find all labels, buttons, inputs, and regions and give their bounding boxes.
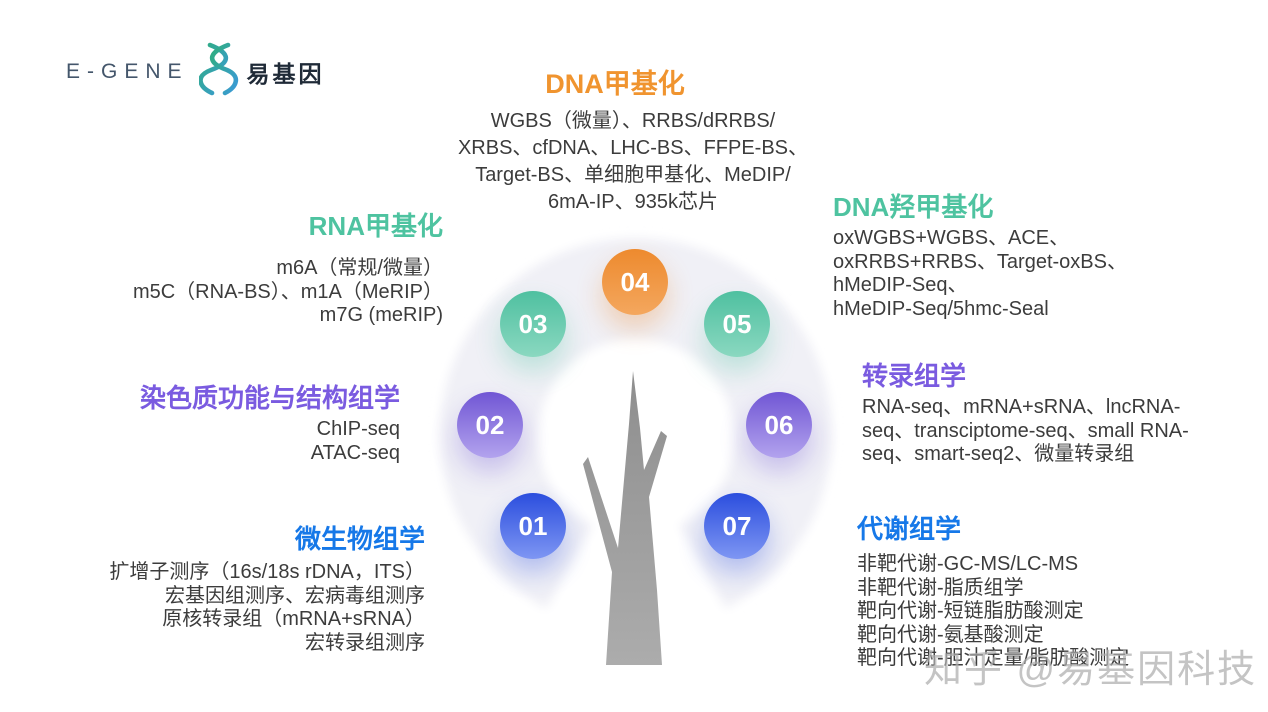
badge-07: 07 (704, 493, 770, 559)
section-rna-methylation: RNA甲基化 m6A（常规/微量） m5C（RNA-BS）、m1A（MeRIP）… (13, 211, 443, 328)
section-line: m5C（RNA-BS）、m1A（MeRIP） (132, 280, 443, 303)
badge-06: 06 (746, 392, 812, 458)
section-line: 靶向代谢-胆汁定量/脂肪酸测定 (857, 647, 1130, 669)
section-title: RNA甲基化 (308, 211, 443, 241)
section-line: seq、smart-seq2、微量转录组 (862, 443, 1135, 465)
tree-trunk-shape (583, 371, 667, 665)
section-line: 原核转录组（mRNA+sRNA） (162, 608, 425, 630)
section-line: m7G (meRIP) (319, 304, 443, 326)
section-line: seq、transciptome-seq、small RNA- (862, 419, 1189, 442)
section-line: 扩增子测序（16s/18s rDNA，ITS） (109, 561, 425, 583)
watermark-text: 知乎 @易基因科技 (924, 649, 1258, 691)
section-line: oxRRBS+RRBS、Target-oxBS、 (833, 250, 1127, 273)
section-line: 靶向代谢-短链脂肪酸测定 (857, 600, 1084, 622)
section-line: hMeDIP-Seq/5hmc-Seal (833, 297, 1049, 320)
section-line: 宏转录组测序 (305, 631, 425, 654)
section-line: m6A（常规/微量） (276, 257, 443, 279)
section-title: 染色质功能与结构组学 (139, 383, 400, 413)
section-line: XRBS、cfDNA、LHC-BS、FFPE-BS、 (457, 137, 809, 159)
section-transcriptomics: 转录组学 RNA-seq、mRNA+sRNA、lncRNA- seq、trans… (862, 361, 1268, 467)
logo: E-GENE 易基因 (66, 42, 325, 101)
badge-02: 02 (457, 392, 523, 458)
section-line: WGBS（微量）、RRBS/dRRBS/ (490, 110, 776, 132)
section-line: hMeDIP-Seq、 (833, 274, 968, 296)
section-line: 6mA-IP、935k芯片 (547, 191, 719, 213)
section-line: 宏基因组测序、宏病毒组测序 (165, 584, 425, 607)
section-line: ChIP-seq (316, 418, 400, 440)
badge-05: 05 (704, 291, 770, 357)
logo-brand-cn: 易基因 (246, 60, 325, 87)
badge-04: 04 (602, 249, 668, 315)
section-chromatin-omics: 染色质功能与结构组学 ChIP-seq ATAC-seq (0, 383, 400, 465)
badge-03: 03 (500, 291, 566, 357)
section-title: 微生物组学 (294, 524, 425, 554)
section-line: 非靶代谢-GC-MS/LC-MS (857, 553, 1079, 575)
badge-01: 01 (500, 493, 566, 559)
section-dna-methylation: DNA甲基化 WGBS（微量）、RRBS/dRRBS/ XRBS、cfDNA、L… (408, 68, 858, 216)
section-line: ATAC-seq (310, 441, 400, 464)
section-dna-hydroxymethylation: DNA羟甲基化 oxWGBS+WGBS、ACE、 oxRRBS+RRBS、Tar… (833, 192, 1253, 321)
section-line: 非靶代谢-脂质组学 (857, 576, 1024, 599)
section-line: Target-BS、单细胞甲基化、MeDIP/ (475, 164, 791, 186)
dna-helix-icon (197, 42, 239, 101)
section-title: DNA羟甲基化 (833, 192, 994, 222)
logo-brand-en: E-GENE (66, 59, 189, 83)
section-title: 转录组学 (862, 361, 967, 391)
section-microbiome-omics: 微生物组学 扩增子测序（16s/18s rDNA，ITS） 宏基因组测序、宏病毒… (0, 524, 425, 655)
section-line: oxWGBS+WGBS、ACE、 (833, 227, 1070, 249)
section-title: DNA甲基化 (545, 69, 685, 99)
section-line: 靶向代谢-氨基酸测定 (857, 623, 1044, 646)
section-metabolomics: 代谢组学 非靶代谢-GC-MS/LC-MS 非靶代谢-脂质组学 靶向代谢-短链脂… (857, 514, 1267, 671)
section-title: 代谢组学 (857, 514, 962, 544)
section-line: RNA-seq、mRNA+sRNA、lncRNA- (862, 396, 1181, 418)
